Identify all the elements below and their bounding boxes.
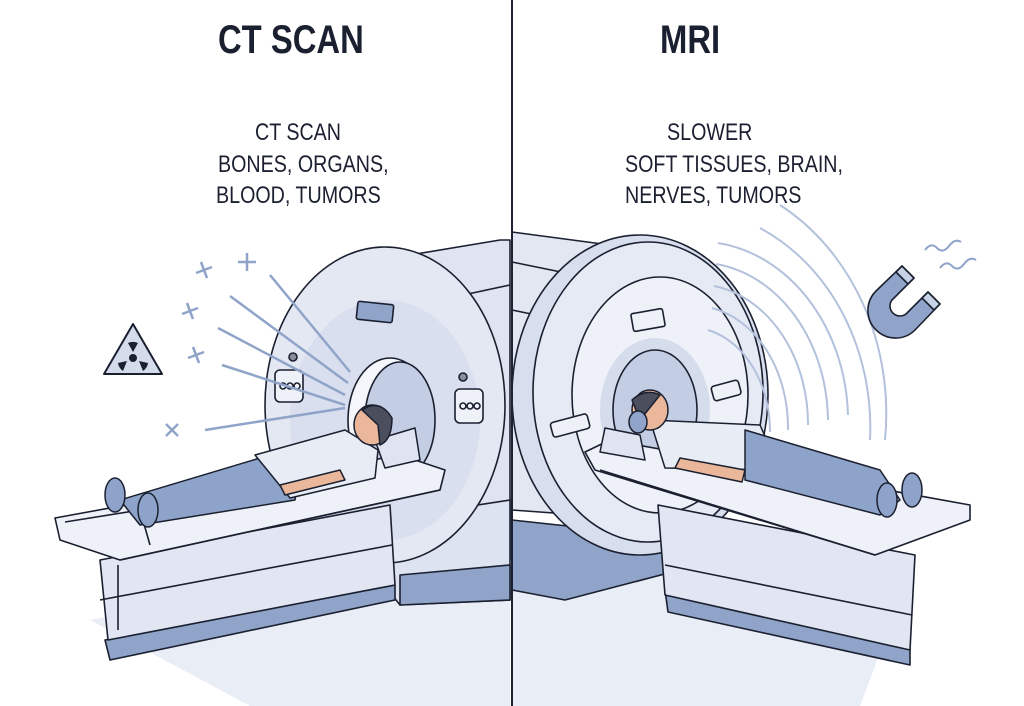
mri-handle-left: [549, 413, 591, 438]
mri-patient-arm: [674, 457, 746, 483]
panel-divider: [511, 0, 513, 706]
ct-title: CT SCAN: [218, 18, 364, 62]
mri-patient: [599, 389, 923, 518]
ct-patient-hair: [361, 404, 393, 446]
x-ray-cross-icon: [165, 253, 256, 437]
ct-display: [355, 300, 395, 324]
ct-patient-foot: [104, 477, 126, 513]
mri-line-1: SLOWER: [667, 119, 753, 146]
mri-display: [630, 307, 666, 333]
ct-indicator-light-right: [458, 372, 468, 382]
mri-line-3: NERVES, TUMORS: [625, 182, 802, 209]
radiation-warning-icon: [103, 323, 163, 375]
ct-patient-arm: [279, 469, 346, 496]
ct-line-3: BLOOD, TUMORS: [216, 182, 381, 209]
ct-line-2: BONES, ORGANS,: [218, 151, 389, 178]
magnetic-field-squiggle: [924, 239, 977, 270]
mri-patient-foot: [876, 482, 898, 518]
mri-pillow: [599, 427, 646, 461]
ct-control-pad-right: [454, 388, 484, 424]
x-ray-beams: [204, 274, 351, 432]
mri-title: MRI: [660, 18, 721, 62]
ct-panel: CT SCAN CT SCAN BONES, ORGANS, BLOOD, TU…: [216, 18, 389, 209]
ct-line-1: CT SCAN: [255, 119, 342, 146]
magnetic-wave-icon: [707, 204, 888, 441]
mri-handle-right: [710, 379, 742, 402]
headphones-icon: [628, 410, 648, 434]
magnet-icon: [867, 265, 941, 339]
mri-line-2: SOFT TISSUES, BRAIN,: [625, 151, 843, 178]
ct-indicator-light-left: [288, 352, 298, 362]
mri-panel: MRI SLOWER SOFT TISSUES, BRAIN, NERVES, …: [512, 0, 1024, 706]
ct-patient: [104, 404, 421, 528]
